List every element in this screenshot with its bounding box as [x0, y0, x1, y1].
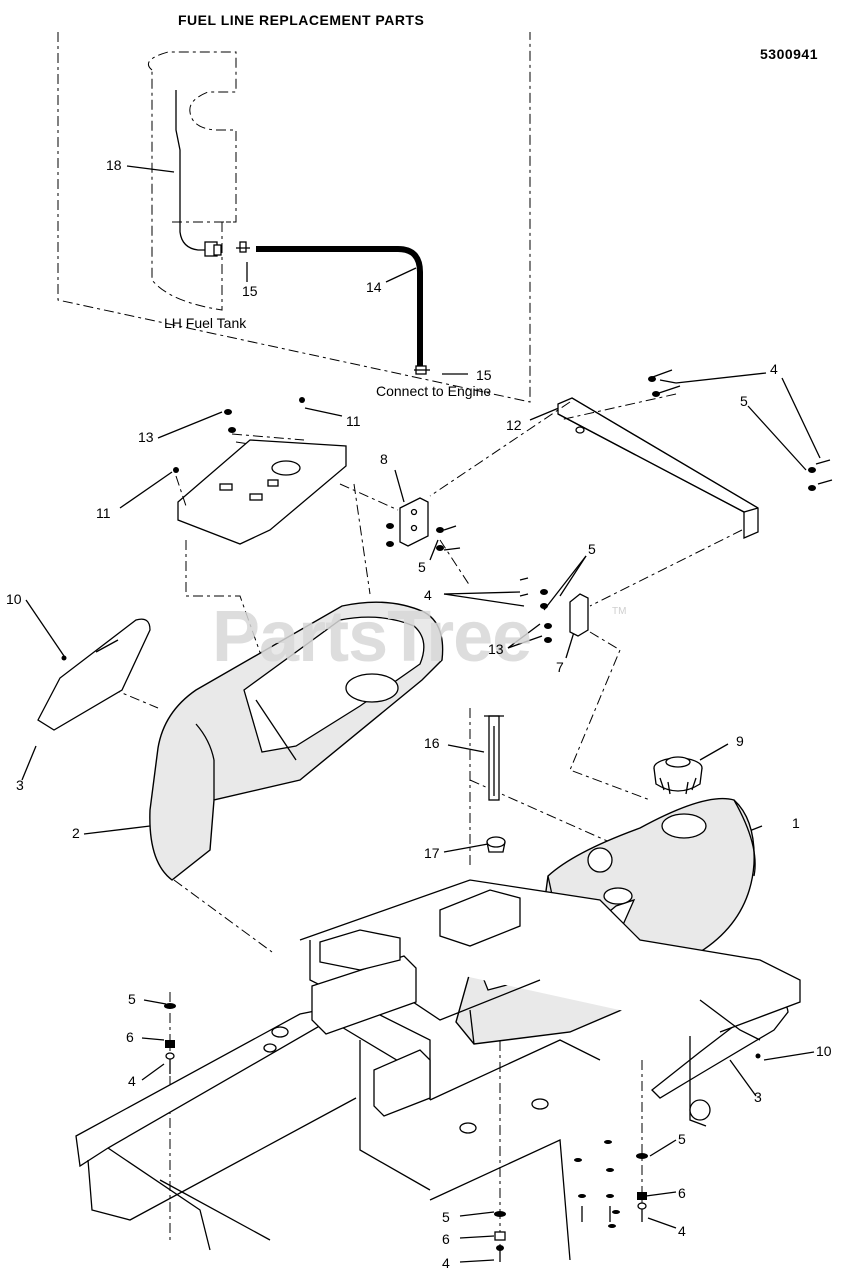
fuel-hose-clamp-engine: [414, 365, 430, 375]
inset-title: FUEL LINE REPLACEMENT PARTS: [178, 12, 425, 28]
lower-right-fasteners: [574, 1140, 648, 1228]
callout-6: 6: [126, 1029, 134, 1045]
seat-mounting-plate: [173, 397, 347, 545]
lh-fuel-tank-label: LH Fuel Tank: [164, 315, 247, 331]
lh-fuel-tank-outline: [148, 51, 237, 311]
callout-4: 4: [770, 361, 778, 377]
callout-4: 4: [442, 1255, 450, 1271]
callout-5: 5: [678, 1131, 686, 1147]
callout-5: 5: [442, 1209, 450, 1225]
callout-5: 5: [740, 393, 748, 409]
tank-support-bracket: [557, 397, 759, 539]
callout-4: 4: [678, 1223, 686, 1239]
bracket-7: [519, 577, 589, 643]
callout-3: 3: [16, 777, 24, 793]
callout-15: 15: [476, 367, 492, 383]
callout-11: 11: [96, 505, 111, 521]
callout-4: 4: [424, 587, 432, 603]
callout-3: 3: [754, 1089, 762, 1105]
callout-1: 1: [792, 815, 800, 831]
callout-6: 6: [442, 1231, 450, 1247]
lower-center-fasteners: [494, 1211, 506, 1262]
callout-13: 13: [138, 429, 154, 445]
callout-4: 4: [128, 1073, 136, 1089]
callout-5: 5: [128, 991, 136, 1007]
connect-to-engine-label: Connect to Engine: [376, 383, 492, 399]
fuel-tank-outlet-tube: [175, 90, 222, 257]
left-side-panel: [37, 618, 151, 731]
bolts-top-right: [648, 369, 833, 491]
fuel-cap: [653, 756, 703, 795]
callout-15: 15: [242, 283, 258, 299]
part-number: 5300941: [760, 46, 819, 62]
inset-boundary: [57, 32, 531, 403]
fuel-line-hose: [256, 246, 423, 368]
callout-9: 9: [736, 733, 744, 749]
left-fuel-tank-cover: [149, 601, 444, 881]
fuel-hose-clamp-inset: [236, 241, 250, 253]
gauge-grommet: [486, 836, 506, 853]
callout-10: 10: [816, 1043, 832, 1059]
fuel-gauge-tube: [484, 715, 504, 801]
callout-11: 11: [346, 413, 361, 429]
callout-7: 7: [556, 659, 564, 675]
callout-18: 18: [106, 157, 122, 173]
callout-8: 8: [380, 451, 388, 467]
callout-5: 5: [418, 559, 426, 575]
callout-2: 2: [72, 825, 80, 841]
callout-17: 17: [424, 845, 440, 861]
watermark-trademark: TM: [612, 606, 627, 617]
callout-13: 13: [488, 641, 504, 657]
lower-left-fasteners: [164, 1003, 176, 1074]
callout-10: 10: [6, 591, 22, 607]
callout-6: 6: [678, 1185, 686, 1201]
callout-5: 5: [588, 541, 596, 557]
mower-chassis-frame: [75, 879, 801, 1261]
bracket-8: [386, 497, 461, 551]
callout-16: 16: [424, 735, 440, 751]
watermark: PartsTree: [212, 597, 532, 677]
callout-14: 14: [366, 279, 382, 295]
callout-12: 12: [506, 417, 522, 433]
